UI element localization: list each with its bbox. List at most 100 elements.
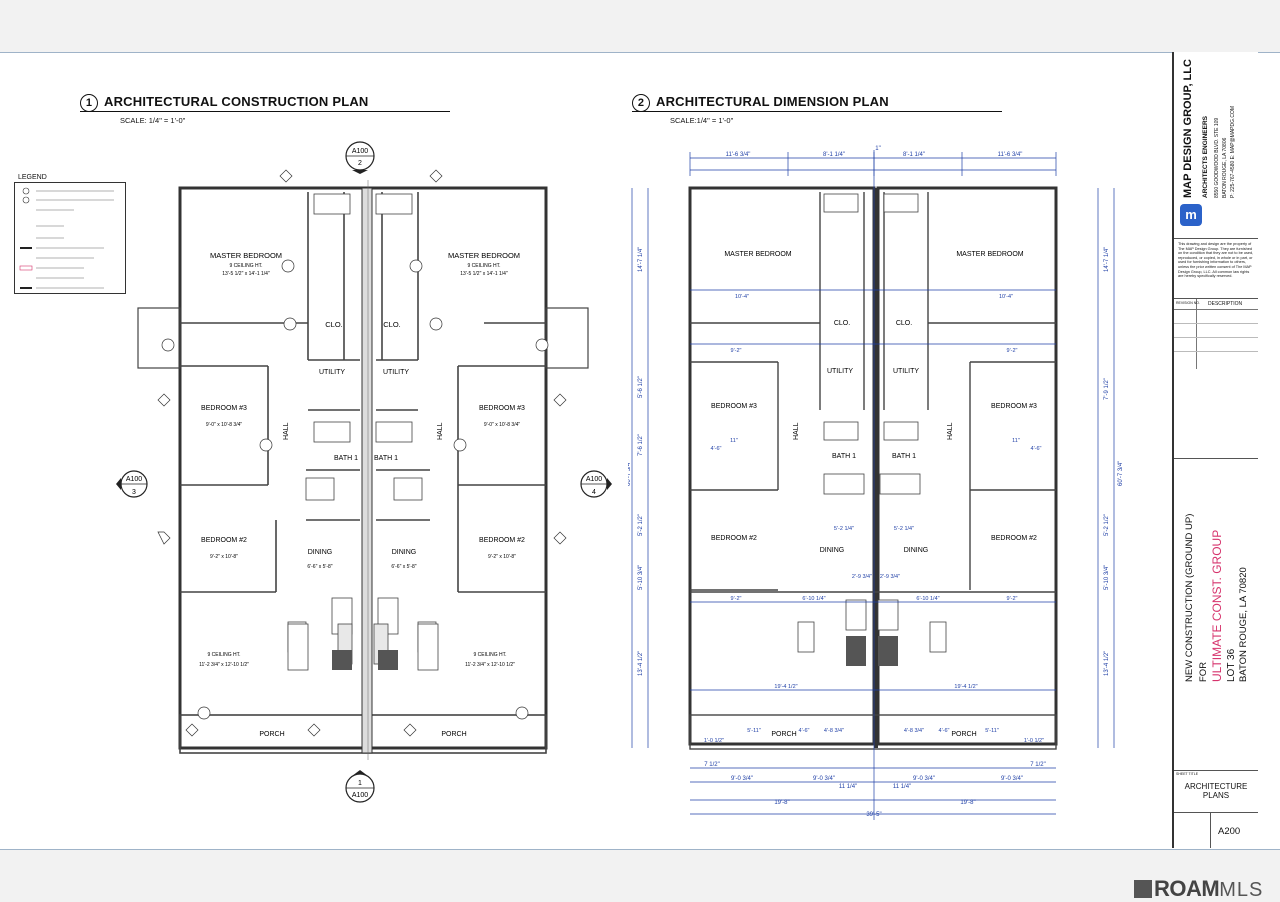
svg-text:2'-9 3/4": 2'-9 3/4" xyxy=(880,574,900,580)
project-lot: LOT 36 xyxy=(1226,648,1237,682)
section-marker-right: A100 4 xyxy=(580,470,612,498)
svg-text:DINING: DINING xyxy=(392,549,417,556)
svg-text:A100: A100 xyxy=(126,476,142,483)
project-location: BATON ROUGE, LA 70820 xyxy=(1238,567,1249,682)
drawing-sheet xyxy=(0,52,1280,850)
svg-text:2'-9 3/4": 2'-9 3/4" xyxy=(852,574,872,580)
svg-text:UTILITY: UTILITY xyxy=(319,369,345,376)
construction-plan-drawing: MASTER BEDROOM 9 CEILING HT. 13'-5 1/2" … xyxy=(137,169,589,760)
p1-master-left-label: MASTER BEDROOM xyxy=(210,251,282,260)
roam-brand: ROAM xyxy=(1154,876,1220,901)
svg-text:19'-8": 19'-8" xyxy=(960,800,975,806)
svg-text:60'-7 3/4": 60'-7 3/4" xyxy=(628,461,632,486)
svg-text:13'-5 1/2" x 14'-1 1/4": 13'-5 1/2" x 14'-1 1/4" xyxy=(460,271,508,277)
svg-text:9'-0" x 10'-8 3/4": 9'-0" x 10'-8 3/4" xyxy=(484,422,521,428)
svg-text:11 1/4": 11 1/4" xyxy=(893,784,911,790)
svg-text:BEDROOM #3: BEDROOM #3 xyxy=(711,403,757,410)
svg-text:A100: A100 xyxy=(352,148,368,155)
revision-no-header: REVISION NO. xyxy=(1176,301,1200,305)
svg-text:11 1/4": 11 1/4" xyxy=(839,784,857,790)
svg-text:9'-2": 9'-2" xyxy=(1007,596,1018,602)
svg-text:HALL: HALL xyxy=(437,422,444,440)
svg-text:6'-6" x 5'-8": 6'-6" x 5'-8" xyxy=(391,564,416,570)
svg-text:1'-0 1/2": 1'-0 1/2" xyxy=(1024,738,1044,744)
svg-text:MASTER BEDROOM: MASTER BEDROOM xyxy=(956,251,1023,258)
sheet-title: ARCHITECTURE PLANS xyxy=(1184,782,1248,800)
svg-text:1'-0 1/2": 1'-0 1/2" xyxy=(704,738,724,744)
project-title: NEW CONSTRUCTION (GROUND UP) xyxy=(1184,513,1195,682)
legend-box xyxy=(14,182,126,294)
svg-text:BEDROOM #3: BEDROOM #3 xyxy=(479,405,525,412)
svg-text:7 1/2": 7 1/2" xyxy=(704,762,719,768)
svg-text:3: 3 xyxy=(132,489,136,496)
svg-text:BEDROOM #2: BEDROOM #2 xyxy=(991,535,1037,542)
svg-text:11'-2 3/4" x 12'-10 1/2": 11'-2 3/4" x 12'-10 1/2" xyxy=(199,662,249,668)
p1-master-right-label: MASTER BEDROOM xyxy=(448,251,520,260)
svg-text:8'-1 1/4": 8'-1 1/4" xyxy=(823,152,845,158)
revision-table: REVISION NO. DESCRIPTION xyxy=(1174,298,1258,371)
svg-text:BEDROOM #3: BEDROOM #3 xyxy=(201,405,247,412)
svg-text:PORCH: PORCH xyxy=(441,731,466,738)
svg-text:8'-1 1/4": 8'-1 1/4" xyxy=(903,152,925,158)
svg-text:7'-9 1/2": 7'-9 1/2" xyxy=(1104,378,1110,400)
svg-text:9'-2": 9'-2" xyxy=(731,596,742,602)
svg-text:UTILITY: UTILITY xyxy=(827,368,853,375)
svg-text:BEDROOM #2: BEDROOM #2 xyxy=(201,537,247,544)
svg-text:9'-2" x 10'-8": 9'-2" x 10'-8" xyxy=(488,554,516,560)
svg-text:5'-2 1/2": 5'-2 1/2" xyxy=(638,514,644,536)
svg-text:CLO.: CLO. xyxy=(383,320,401,329)
svg-text:MASTER BEDROOM: MASTER BEDROOM xyxy=(724,251,791,258)
svg-text:5'-10 3/4": 5'-10 3/4" xyxy=(638,565,644,590)
svg-text:6'-6" x 5'-8": 6'-6" x 5'-8" xyxy=(307,564,332,570)
svg-text:13'-5 1/2" x 14'-1 1/4": 13'-5 1/2" x 14'-1 1/4" xyxy=(222,271,270,277)
svg-text:9 CEILING HT.: 9 CEILING HT. xyxy=(207,652,240,658)
svg-text:BATH 1: BATH 1 xyxy=(832,453,856,460)
svg-text:5'-11": 5'-11" xyxy=(985,728,999,734)
svg-text:10'-4": 10'-4" xyxy=(999,294,1013,300)
dimension-plan-drawing: MASTER BEDROOM MASTER BEDROOM CLO. CLO. … xyxy=(628,146,1124,820)
svg-text:PORCH: PORCH xyxy=(771,731,796,738)
svg-text:4'-6": 4'-6" xyxy=(799,728,810,734)
svg-text:4: 4 xyxy=(592,489,596,496)
svg-text:1": 1" xyxy=(875,146,880,152)
svg-text:9 CEILING HT.: 9 CEILING HT. xyxy=(467,263,500,269)
plan1-number: 1 xyxy=(80,94,98,112)
svg-text:CLO.: CLO. xyxy=(325,320,343,329)
svg-text:5'-6 1/2": 5'-6 1/2" xyxy=(638,376,644,398)
firm-sub: ARCHITECTS ENGINEERS xyxy=(1202,116,1209,198)
svg-text:4'-6": 4'-6" xyxy=(711,446,722,452)
svg-text:7'-6 1/2": 7'-6 1/2" xyxy=(638,434,644,456)
svg-text:11'-6 3/4": 11'-6 3/4" xyxy=(726,152,751,158)
svg-text:19'-4 1/2": 19'-4 1/2" xyxy=(954,684,977,690)
firm-city: BATON ROUGE, LA 70806 xyxy=(1222,137,1228,198)
svg-text:19'-8": 19'-8" xyxy=(774,800,789,806)
svg-text:9'-0 3/4": 9'-0 3/4" xyxy=(913,776,935,782)
plan2-title-text: ARCHITECTURAL DIMENSION PLAN xyxy=(656,94,889,109)
svg-text:5'-2 1/4": 5'-2 1/4" xyxy=(834,526,854,532)
plan1-scale: SCALE: 1/4" = 1'-0" xyxy=(120,116,186,125)
svg-text:DINING: DINING xyxy=(904,547,929,554)
svg-text:BEDROOM #2: BEDROOM #2 xyxy=(479,537,525,544)
svg-text:HALL: HALL xyxy=(793,422,800,440)
svg-text:BEDROOM #2: BEDROOM #2 xyxy=(711,535,757,542)
svg-text:2: 2 xyxy=(358,160,362,167)
client-name: ULTIMATE CONST. GROUP xyxy=(1210,529,1224,682)
svg-text:PORCH: PORCH xyxy=(259,731,284,738)
roam-logo-icon xyxy=(1134,880,1152,898)
svg-text:13'-4 1/2": 13'-4 1/2" xyxy=(1104,651,1110,676)
svg-text:11": 11" xyxy=(730,438,738,444)
svg-text:4'-8 3/4": 4'-8 3/4" xyxy=(904,728,924,734)
svg-text:11": 11" xyxy=(1012,438,1020,444)
firm-logo: m xyxy=(1180,204,1202,226)
svg-text:14'-7 1/4": 14'-7 1/4" xyxy=(638,247,644,272)
svg-text:BATH 1: BATH 1 xyxy=(374,455,398,462)
svg-text:5'-2 1/4": 5'-2 1/4" xyxy=(894,526,914,532)
svg-text:BATH 1: BATH 1 xyxy=(334,455,358,462)
svg-text:DINING: DINING xyxy=(308,549,333,556)
svg-text:9'-0 3/4": 9'-0 3/4" xyxy=(813,776,835,782)
svg-text:11'-2 3/4" x 12'-10 1/2": 11'-2 3/4" x 12'-10 1/2" xyxy=(465,662,515,668)
svg-text:BATH 1: BATH 1 xyxy=(892,453,916,460)
svg-text:5'-2 1/2": 5'-2 1/2" xyxy=(1104,514,1110,536)
